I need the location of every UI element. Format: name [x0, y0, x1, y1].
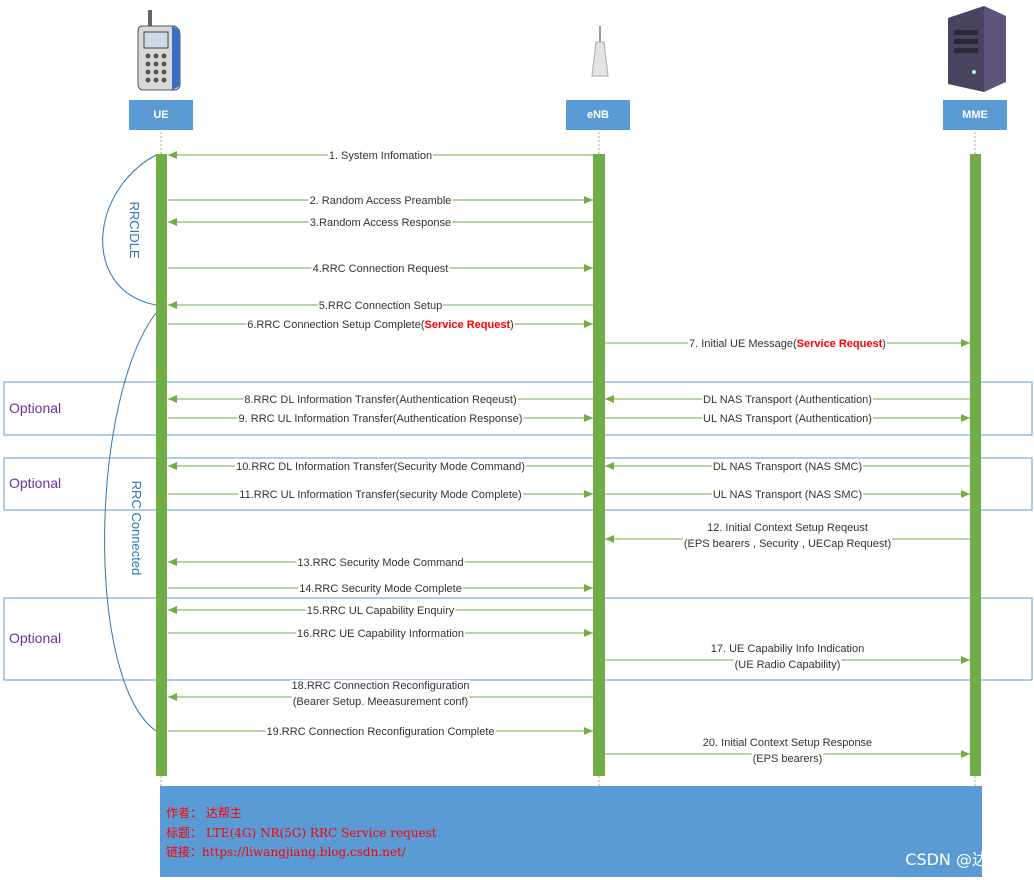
message-label-bg: [709, 643, 866, 655]
message-label-bg: [296, 557, 465, 569]
optional-frame: [3, 457, 1033, 511]
node-ue: UE: [129, 100, 193, 130]
message-label-bg: [701, 737, 874, 749]
message-label-bg: [711, 461, 864, 473]
message-label-bg: [237, 413, 524, 425]
optional-label-smc: Optional: [9, 475, 62, 491]
message-label: 4.RRC Connection Request: [313, 263, 449, 275]
message-label: UL NAS Transport (NAS SMC): [713, 489, 862, 501]
message-label-bg: [296, 628, 465, 640]
message-label-line2: (Bearer Setup. Meeasurement conf): [293, 696, 468, 708]
message-label: 14.RRC Security Mode Complete: [299, 583, 462, 595]
optional-frame: [3, 597, 1033, 681]
optional-frame: [3, 381, 1033, 436]
message-label-bg: [317, 300, 444, 312]
message-label: 18.RRC Connection Reconfiguration: [292, 680, 470, 692]
rrc-idle-curve: [102, 154, 157, 306]
message-label-bg: [298, 583, 463, 595]
node-mme: MME: [943, 100, 1007, 130]
watermark: CSDN @达帮主: [905, 850, 1020, 869]
info-link: 链接：https://liwangjiang.blog.csdn.net/: [166, 845, 406, 859]
message-label: DL NAS Transport (NAS SMC): [713, 461, 862, 473]
message-label: 2. Random Access Preamble: [310, 195, 452, 207]
message-label: 6.RRC Connection Setup Complete(Service …: [247, 319, 514, 331]
antenna-icon: [591, 26, 609, 77]
info-author: 作者： 达帮主: [166, 806, 242, 820]
message-label: UL NAS Transport (Authentication): [703, 413, 872, 425]
message-label: 17. UE Capabiliy Info Indication: [711, 643, 864, 655]
message-label-bg: [308, 195, 453, 207]
info-title: 标题： LTE(4G) NR(5G) RRC Service request: [166, 826, 437, 840]
lifeline-mme: [970, 154, 981, 776]
message-label-bg: [291, 696, 470, 708]
message-label-bg: [711, 489, 864, 501]
mobile-phone-icon: [137, 10, 181, 91]
optional-label-auth: Optional: [9, 400, 62, 416]
message-label-bg: [688, 338, 887, 350]
message-label-bg: [265, 726, 496, 738]
state-rrc-connected: RRC Connected: [129, 481, 144, 576]
message-label-bg: [235, 461, 526, 473]
message-label-bg: [246, 319, 515, 331]
message-label-bg: [706, 522, 869, 534]
lifeline-enb: [593, 154, 605, 776]
message-label-bg: [238, 489, 523, 501]
state-rrc-idle: RRCIDLE: [127, 201, 142, 258]
message-label-bg: [305, 605, 456, 617]
message-label: 3.Random Access Response: [310, 217, 451, 229]
message-label: 19.RRC Connection Reconfiguration Comple…: [266, 726, 494, 738]
message-label-bg: [682, 538, 893, 550]
rrc-connected-curve: [104, 312, 157, 732]
message-label: 13.RRC Security Mode Command: [297, 557, 463, 569]
message-label-line2: (UE Radio Capability): [735, 659, 841, 671]
message-label: 11.RRC UL Information Transfer(security …: [239, 489, 521, 501]
message-label-line2: (EPS bearers): [753, 753, 823, 765]
message-label-line2: (EPS bearers , Security , UECap Request): [684, 538, 891, 550]
message-label: 9. RRC UL Information Transfer(Authentic…: [239, 413, 523, 425]
message-label: 15.RRC UL Capability Enquiry: [307, 605, 455, 617]
message-label: 8.RRC DL Information Transfer(Authentica…: [244, 394, 516, 406]
message-label-bg: [308, 217, 453, 229]
message-label: DL NAS Transport (Authentication): [703, 394, 872, 406]
message-label: 5.RRC Connection Setup: [319, 300, 443, 312]
node-enb: eNB: [566, 100, 630, 130]
lifeline-ue: [156, 154, 167, 776]
message-label: 20. Initial Context Setup Response: [703, 737, 872, 749]
message-label: 16.RRC UE Capability Information: [297, 628, 464, 640]
message-label-bg: [751, 753, 824, 765]
message-label-bg: [311, 263, 450, 275]
message-label: 10.RRC DL Information Transfer(Security …: [236, 461, 525, 473]
server-icon: [948, 6, 1006, 92]
message-label: 12. Initial Context Setup Reqeust: [707, 522, 868, 534]
message-label: 7. Initial UE Message(Service Request): [689, 338, 886, 350]
optional-label-capability: Optional: [9, 630, 62, 646]
message-label-bg: [290, 680, 471, 692]
message-label-bg: [327, 150, 434, 162]
message-label-bg: [702, 413, 873, 425]
message-label-bg: [243, 394, 518, 406]
info-box: 作者： 达帮主 标题： LTE(4G) NR(5G) RRC Service r…: [160, 786, 982, 877]
message-label-bg: [702, 394, 873, 406]
message-label-bg: [733, 659, 842, 671]
message-label: 1. System Infomation: [329, 150, 432, 162]
